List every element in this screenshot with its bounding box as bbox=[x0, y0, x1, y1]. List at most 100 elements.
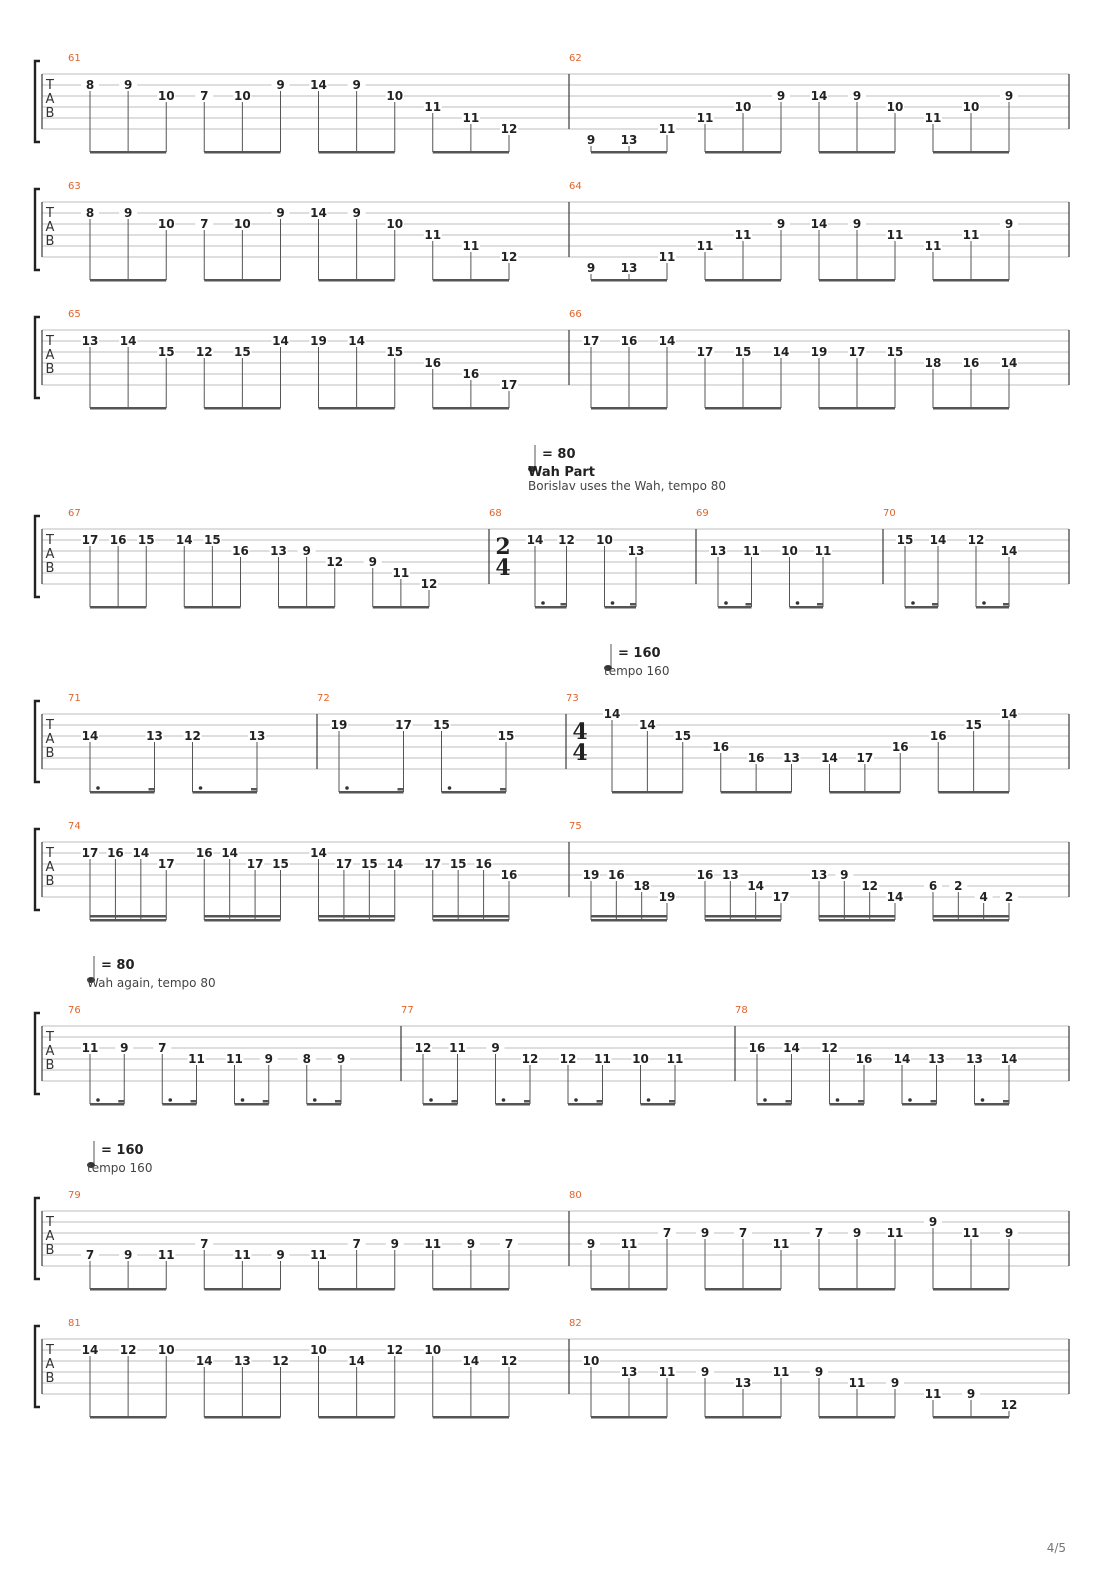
beam bbox=[705, 151, 781, 154]
fret-number: 9 bbox=[853, 1226, 861, 1240]
fret-background bbox=[330, 718, 348, 731]
fret-number: 12 bbox=[415, 1041, 432, 1055]
fret-background bbox=[607, 868, 626, 881]
beam bbox=[705, 1416, 781, 1419]
fret-number: 9 bbox=[276, 1248, 284, 1262]
fret-background bbox=[772, 89, 790, 102]
measure-number: 65 bbox=[68, 309, 81, 320]
fret-number: 10 bbox=[234, 217, 251, 231]
fret-number: 12 bbox=[501, 250, 518, 264]
fret-number: 12 bbox=[560, 1052, 577, 1066]
fret-number: 19 bbox=[659, 890, 676, 904]
fret-number: 9 bbox=[777, 217, 785, 231]
tab-clef-letter: T bbox=[45, 78, 54, 93]
measure-number: 69 bbox=[696, 508, 709, 519]
beam bbox=[933, 279, 1009, 282]
fret-background bbox=[500, 122, 518, 135]
fret-background bbox=[157, 345, 176, 358]
fret-background bbox=[620, 1237, 638, 1250]
fret-background bbox=[962, 228, 980, 241]
fret-background bbox=[848, 89, 866, 102]
fret-number: 10 bbox=[596, 533, 613, 547]
fret-number: 11 bbox=[393, 566, 410, 580]
fret-number: 13 bbox=[621, 133, 638, 147]
beam bbox=[819, 151, 895, 154]
fret-background bbox=[810, 1226, 828, 1239]
fret-background bbox=[1000, 89, 1018, 102]
fret-number: 10 bbox=[735, 100, 752, 114]
measure-number: 73 bbox=[566, 693, 579, 704]
fret-background bbox=[119, 1248, 138, 1261]
fret-number: 9 bbox=[276, 78, 284, 92]
fret-background bbox=[175, 533, 194, 546]
beam bbox=[432, 151, 509, 154]
beam bbox=[339, 791, 404, 794]
fret-number: 14 bbox=[132, 846, 149, 860]
fret-background bbox=[855, 1052, 873, 1065]
fret-background bbox=[820, 751, 839, 764]
measure-number: 74 bbox=[68, 821, 81, 832]
fret-number: 9 bbox=[120, 1041, 128, 1055]
fret-background bbox=[225, 1052, 244, 1065]
fret-number: 9 bbox=[815, 1365, 823, 1379]
beam bbox=[204, 1288, 281, 1291]
fret-background bbox=[157, 1343, 176, 1356]
fret-number: 14 bbox=[348, 1354, 365, 1368]
fret-background bbox=[582, 1237, 600, 1250]
fret-background bbox=[582, 334, 600, 347]
fret-background bbox=[1000, 1398, 1018, 1411]
beam bbox=[591, 1288, 667, 1291]
fret-number: 9 bbox=[777, 89, 785, 103]
fret-number: 12 bbox=[326, 555, 343, 569]
fret-number: 13 bbox=[249, 729, 266, 743]
fret-background bbox=[924, 356, 942, 369]
beam bbox=[432, 279, 509, 282]
rhythm-dot bbox=[240, 1098, 245, 1102]
tab-clef-letter: T bbox=[45, 718, 54, 733]
fret-background bbox=[347, 78, 366, 91]
fret-number: 7 bbox=[86, 1248, 94, 1262]
fret-number: 15 bbox=[158, 345, 175, 359]
fret-background bbox=[632, 879, 651, 892]
fret-number: 10 bbox=[158, 89, 175, 103]
fret-background bbox=[271, 206, 290, 219]
fret-background bbox=[115, 1041, 134, 1054]
fret-background bbox=[620, 334, 638, 347]
fret-number: 14 bbox=[120, 334, 137, 348]
time-signature-top: 2 bbox=[495, 534, 510, 560]
fret-background bbox=[461, 367, 480, 380]
fret-background bbox=[891, 740, 910, 753]
time-signature-bottom: 4 bbox=[495, 555, 510, 581]
fret-number: 16 bbox=[621, 334, 638, 348]
fret-background bbox=[106, 846, 125, 859]
fret-number: 9 bbox=[124, 78, 132, 92]
fret-number: 13 bbox=[722, 868, 739, 882]
rhythm-dot bbox=[610, 601, 615, 605]
rhythm-dot bbox=[982, 601, 986, 605]
fret-number: 17 bbox=[395, 718, 412, 732]
fret-background bbox=[183, 729, 202, 742]
fret-number: 12 bbox=[421, 577, 438, 591]
fret-background bbox=[385, 1237, 404, 1250]
rhythm-dot bbox=[198, 786, 203, 790]
beam bbox=[933, 407, 1009, 410]
fret-background bbox=[153, 1041, 172, 1054]
fret-background bbox=[1000, 1052, 1018, 1065]
rhythm-dot bbox=[795, 601, 800, 605]
fret-background bbox=[347, 1354, 366, 1367]
fret-background bbox=[696, 239, 714, 252]
beam bbox=[495, 1103, 530, 1106]
fret-background bbox=[949, 879, 968, 892]
fret-background bbox=[394, 718, 413, 731]
fret-background bbox=[927, 1052, 946, 1065]
fret-number: 10 bbox=[963, 100, 980, 114]
